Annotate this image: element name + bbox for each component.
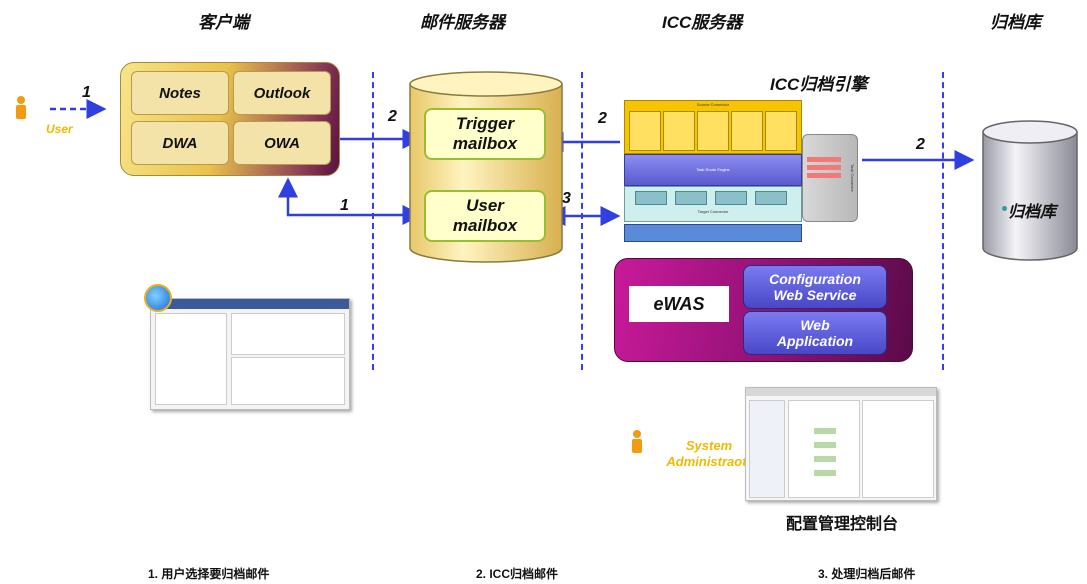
header-mail-server: 邮件服务器 xyxy=(420,13,505,32)
num-icc-to-user-mailbox: 3 xyxy=(562,190,571,207)
ewas-label: eWAS xyxy=(629,286,729,322)
admin-label: System Administraotr xyxy=(666,438,752,469)
source-connector: Source Connector xyxy=(624,100,802,154)
header-client: 客户端 xyxy=(198,13,249,32)
num-user-to-client: 1 xyxy=(82,84,91,101)
target-connector: Target Connector xyxy=(624,186,802,222)
web-application: Web Application xyxy=(743,311,887,355)
task-route-engine-label: Task Route Engine xyxy=(696,167,730,172)
header-archive: 归档库 xyxy=(990,13,1041,32)
client-box: Notes Outlook DWA OWA xyxy=(120,62,340,176)
archive-label: 归档库 xyxy=(1008,204,1057,221)
user-label: User xyxy=(46,122,73,136)
console-screenshot xyxy=(745,387,937,501)
num-client-to-user-mailbox: 1 xyxy=(340,197,349,214)
caption-2: 2. ICC归档邮件 xyxy=(476,567,559,581)
num-client-to-trigger: 2 xyxy=(388,108,397,125)
config-web-service: Configuration Web Service xyxy=(743,265,887,309)
trigger-mailbox: Trigger mailbox xyxy=(424,108,546,160)
caption-1: 1. 用户选择要归档邮件 xyxy=(148,567,270,581)
archive-dot xyxy=(1002,206,1007,211)
client-tile-owa: OWA xyxy=(233,121,331,165)
client-screenshot xyxy=(150,298,350,410)
source-connector-label: Source Connector xyxy=(696,102,730,107)
user-body xyxy=(16,105,26,119)
header-icc-server: ICC服务器 xyxy=(662,13,743,32)
client-tile-notes: Notes xyxy=(131,71,229,115)
arrow-client-user-mailbox xyxy=(278,177,423,225)
user-person-icon xyxy=(17,96,25,104)
client-tile-dwa: DWA xyxy=(131,121,229,165)
num-icc-to-archive: 2 xyxy=(916,136,925,153)
icc-engine-diagram: Source Connector Task Route Engine Targe… xyxy=(620,100,860,242)
console-label: 配置管理控制台 xyxy=(786,516,899,533)
task-route-engine: Task Route Engine xyxy=(624,154,802,186)
num-icc-to-trigger: 2 xyxy=(598,110,607,127)
browser-icon xyxy=(144,284,172,312)
divider-3 xyxy=(942,72,944,370)
task-connector: Task Connector xyxy=(802,134,858,222)
caption-3: 3. 处理归档后邮件 xyxy=(818,567,916,581)
user-mailbox: User mailbox xyxy=(424,190,546,242)
admin-body xyxy=(632,439,642,453)
target-connector-label: Target Connector xyxy=(697,209,729,214)
ewas-box: eWAS Configuration Web Service Web Appli… xyxy=(614,258,913,362)
icc-engine-title: ICC归档引擎 xyxy=(770,75,868,94)
admin-person-icon xyxy=(633,430,641,438)
archive-cylinder xyxy=(982,120,1078,261)
task-connector-label: Task Connector xyxy=(850,164,855,192)
client-tile-outlook: Outlook xyxy=(233,71,331,115)
